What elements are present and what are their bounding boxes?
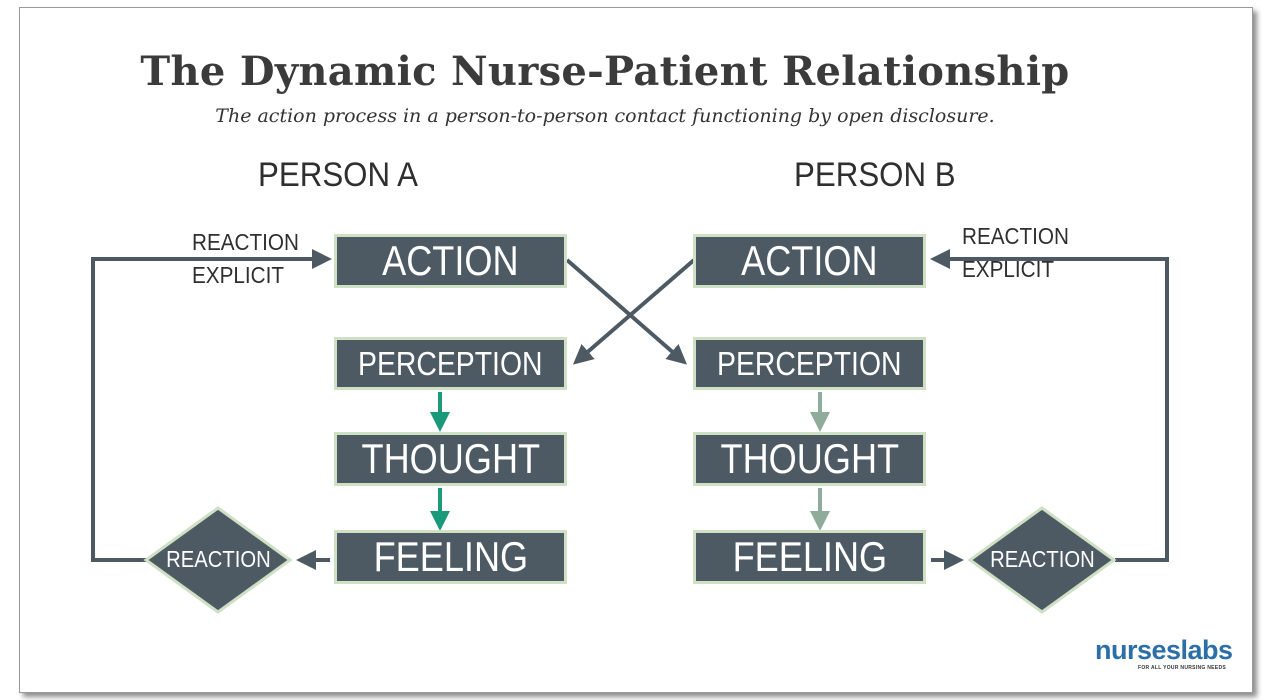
person-a-feeling-box: FEELING bbox=[334, 530, 567, 584]
reaction-label-b: REACTION bbox=[989, 546, 1095, 572]
person-a-side-label-line1: REACTION bbox=[192, 229, 299, 255]
person-a-action-box: ACTION bbox=[334, 234, 567, 288]
person-b-perception-box: PERCEPTION bbox=[693, 337, 926, 390]
person-a-side-label: REACTION EXPLICIT bbox=[192, 226, 311, 292]
person-b-feedback-line bbox=[930, 249, 1169, 562]
person-b-feeling-box: FEELING bbox=[693, 530, 926, 584]
logo-text: nurseslabs bbox=[1095, 635, 1233, 665]
person-b-thought-box: THOUGHT bbox=[693, 432, 926, 486]
person-a-heading: PERSON A bbox=[258, 156, 418, 194]
reaction-diamond-b bbox=[967, 506, 1117, 614]
person-b-action-box: ACTION bbox=[693, 234, 926, 288]
person-b-heading: PERSON B bbox=[794, 156, 956, 194]
person-b-side-label: REACTION EXPLICIT bbox=[962, 220, 1081, 286]
person-a-perception-box: PERCEPTION bbox=[334, 337, 567, 390]
person-a-feedback-line bbox=[91, 249, 332, 562]
diagram-title: The Dynamic Nurse-Patient Relationship bbox=[140, 48, 1070, 95]
reaction-diamond-a bbox=[143, 506, 293, 614]
person-b-side-label-line1: REACTION bbox=[962, 223, 1069, 249]
cross-arrow-b-to-a bbox=[572, 258, 696, 365]
cross-arrow-a-to-b bbox=[565, 258, 688, 365]
person-a-thought-box: THOUGHT bbox=[334, 432, 567, 486]
person-a-side-label-line2: EXPLICIT bbox=[192, 262, 285, 288]
reaction-label-a: REACTION bbox=[165, 546, 271, 572]
logo-tagline: FOR ALL YOUR NURSING NEEDS bbox=[1138, 665, 1226, 671]
nurseslabs-logo: nurseslabs FOR ALL YOUR NURSING NEEDS bbox=[1095, 635, 1233, 671]
person-b-side-label-line2: EXPLICIT bbox=[962, 256, 1055, 282]
diagram-subtitle: The action process in a person-to-person… bbox=[215, 105, 995, 127]
